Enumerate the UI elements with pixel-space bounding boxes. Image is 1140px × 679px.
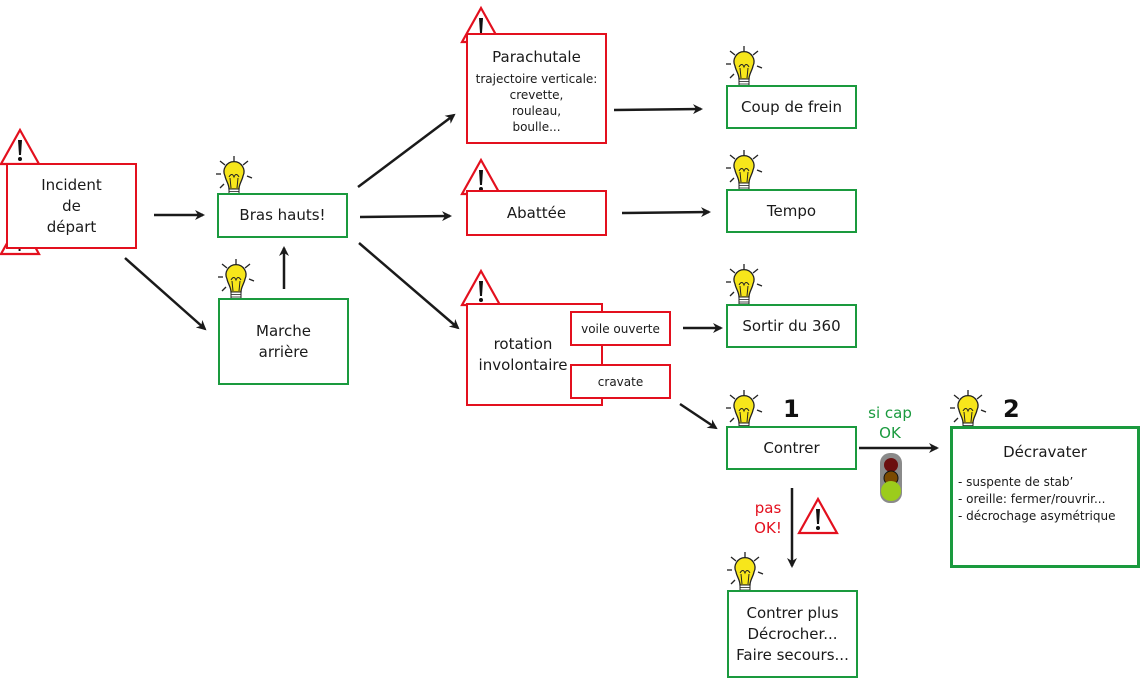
traffic-light-red <box>884 458 898 472</box>
node-parachutale: Parachutale trajectoire verticale: creve… <box>466 33 607 144</box>
node-contrer-plus: Contrer plus Décrocher... Faire secours.… <box>727 590 858 678</box>
edge-label-line: OK <box>879 424 901 442</box>
node-voile-ouverte-label: voile ouverte <box>581 321 660 336</box>
node-sortir-360: Sortir du 360 <box>726 304 857 348</box>
list-item: - oreille: fermer/rouvrir... <box>958 492 1106 506</box>
lightbulb-icon <box>726 551 764 595</box>
node-rotation-line: rotation <box>493 334 553 353</box>
node-contrer: Contrer <box>726 426 857 470</box>
lightbulb-icon <box>215 155 253 199</box>
node-decravater: Décravater - suspente de stab’ - oreille… <box>950 426 1140 568</box>
lightbulb-icon <box>217 258 255 302</box>
lightbulb-icon <box>725 149 763 193</box>
node-parachutale-line: boulle... <box>512 120 561 134</box>
node-incident-line: départ <box>46 217 97 236</box>
edge-label-line: OK! <box>754 519 782 537</box>
list-item: - décrochage asymétrique <box>958 509 1116 523</box>
node-cravate: cravate <box>570 364 671 399</box>
node-marche-arriere-line: Marche <box>256 321 311 340</box>
node-marche-arriere-line: arrière <box>258 342 309 361</box>
node-coup-de-frein-label: Coup de frein <box>741 97 842 116</box>
list-item: - suspente de stab’ <box>958 475 1074 489</box>
node-marche-arriere: Marche arrière <box>218 298 349 385</box>
traffic-light-icon <box>880 453 902 503</box>
node-parachutale-title: Parachutale <box>492 48 581 66</box>
node-parachutale-line: trajectoire verticale: <box>475 72 598 86</box>
edge-label-si-cap-ok: si cap OK <box>858 403 922 443</box>
arrow-incident-to-marche-arriere <box>124 257 207 331</box>
arrow-bras-hauts-to-parachutale <box>357 113 456 188</box>
node-cravate-label: cravate <box>597 374 644 389</box>
traffic-light-green <box>881 481 901 501</box>
arrow-bras-hauts-to-rotation <box>358 242 460 330</box>
arrow-cravate-to-contrer <box>679 402 718 430</box>
warning-exclamation-icon <box>460 158 502 196</box>
node-decravater-list: - suspente de stab’ - oreille: fermer/ro… <box>953 474 1115 525</box>
node-sortir-360-label: Sortir du 360 <box>742 316 841 335</box>
node-bras-hauts: Bras hauts! <box>217 193 348 238</box>
node-abattee-label: Abattée <box>506 203 567 222</box>
lightbulb-icon <box>725 45 763 89</box>
node-tempo-label: Tempo <box>766 201 817 220</box>
node-tempo: Tempo <box>726 189 857 233</box>
warning-exclamation-icon <box>797 497 839 535</box>
warning-exclamation-icon <box>0 128 41 166</box>
node-contrer-plus-line: Faire secours... <box>736 645 849 664</box>
arrow-abattee-to-tempo <box>621 207 711 218</box>
lightbulb-icon <box>725 263 763 307</box>
node-decravater-title: Décravater <box>1003 443 1087 461</box>
node-contrer-plus-line: Décrocher... <box>747 624 838 643</box>
node-coup-de-frein: Coup de frein <box>726 85 857 129</box>
edge-label-pas-ok: pas OK! <box>746 498 790 538</box>
arrow-bras-hauts-to-abattee <box>359 211 452 222</box>
step-number-2: 2 <box>1003 395 1020 423</box>
node-incident: Incident de départ <box>6 163 137 249</box>
node-bras-hauts-label: Bras hauts! <box>239 206 326 224</box>
edge-label-line: si cap <box>868 404 912 422</box>
step-number-1: 1 <box>783 395 800 423</box>
node-contrer-label: Contrer <box>763 438 820 457</box>
arrow-parachutale-to-coup-de-frein <box>613 104 703 115</box>
node-contrer-plus-line: Contrer plus <box>746 603 839 622</box>
node-parachutale-line: crevette, <box>509 88 564 102</box>
node-incident-line: Incident <box>41 175 102 194</box>
node-rotation-line: involontaire <box>478 355 568 374</box>
node-abattee: Abattée <box>466 190 607 236</box>
node-voile-ouverte: voile ouverte <box>570 311 671 346</box>
warning-exclamation-icon <box>460 269 502 307</box>
node-incident-line: de <box>62 196 81 215</box>
node-parachutale-line: rouleau, <box>511 104 562 118</box>
edge-label-line: pas <box>754 499 782 517</box>
